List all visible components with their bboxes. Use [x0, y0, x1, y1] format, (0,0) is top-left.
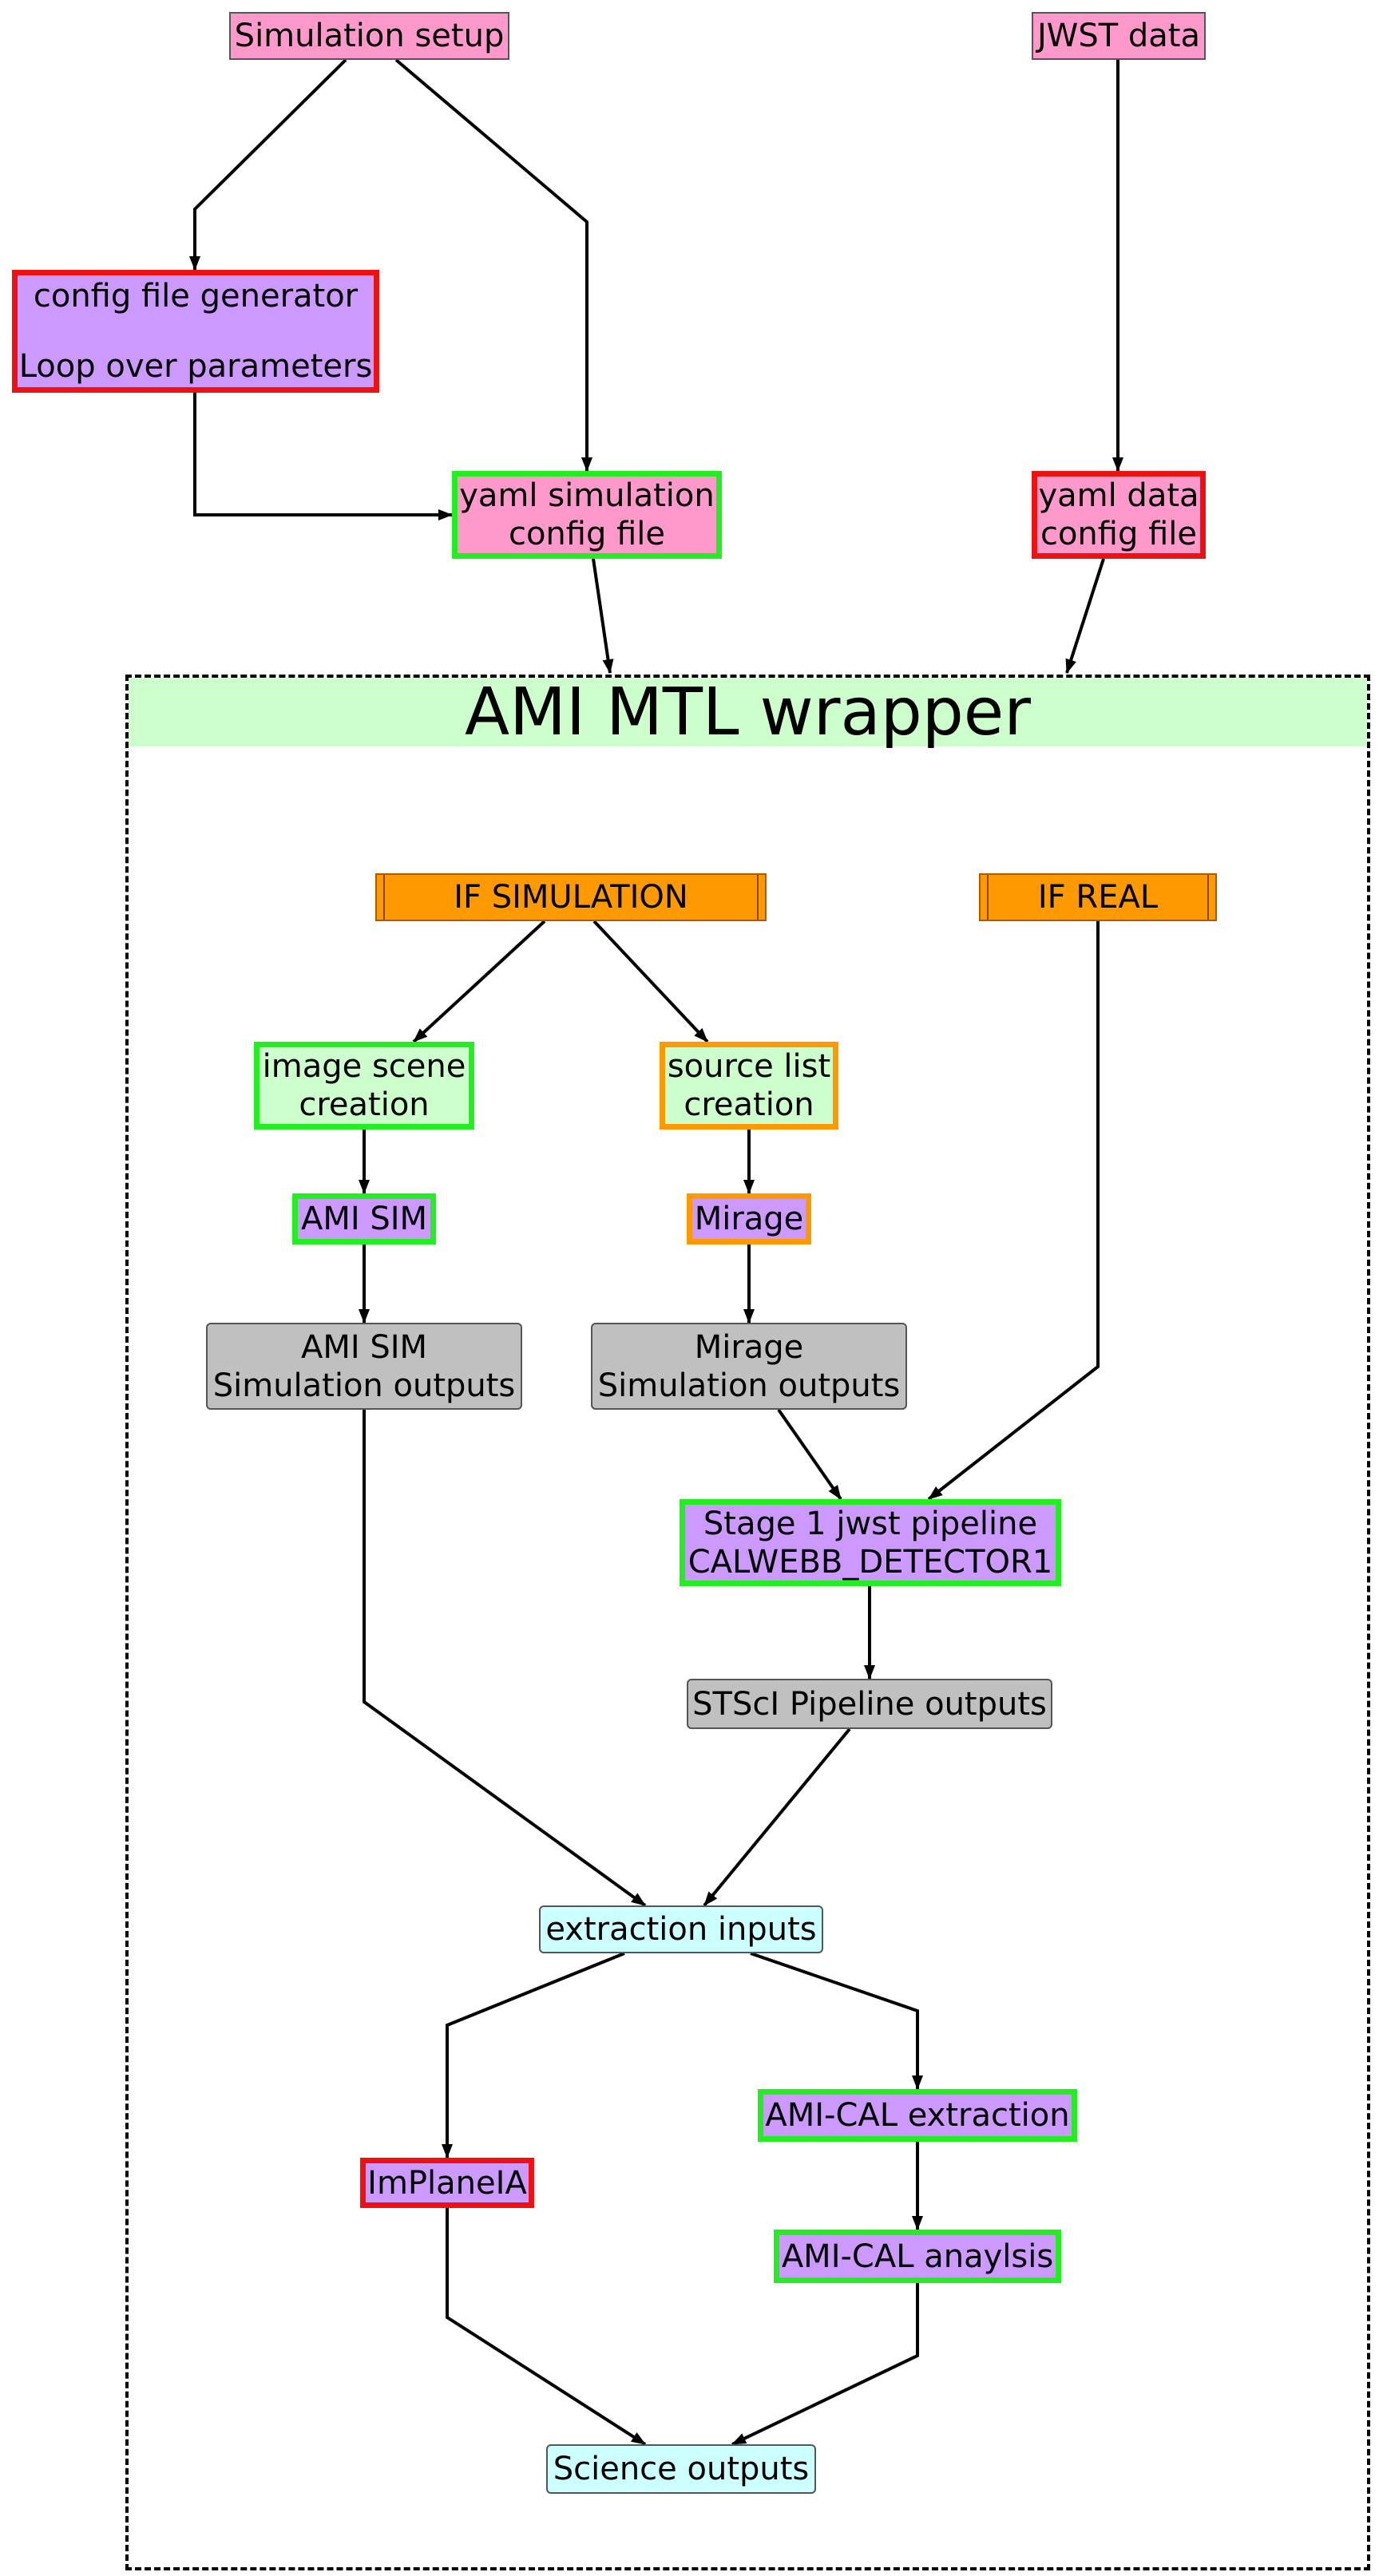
yaml-simulation-config-node: yaml simulation config file [452, 471, 722, 559]
node-label-line1: yaml data [1038, 477, 1199, 514]
node-label-line2: config file [508, 516, 666, 552]
node-label: IF SIMULATION [454, 879, 688, 916]
node-label-line2: Loop over parameters [18, 348, 373, 385]
mirage-outputs-node: Mirage Simulation outputs [591, 1323, 907, 1410]
amical-extraction-node: AMI-CAL extraction [758, 2089, 1077, 2142]
stsci-pipeline-outputs-node: STScI Pipeline outputs [687, 1679, 1052, 1729]
yaml-data-config-node: yaml data config file [1032, 471, 1206, 559]
science-outputs-node: Science outputs [546, 2444, 816, 2494]
edge-stsci-to-extraction [703, 1727, 851, 1907]
extraction-inputs-node: extraction inputs [539, 1905, 823, 1953]
node-label-line1: config file generator [33, 278, 359, 315]
amical-analysis-node: AMI-CAL anaylsis [774, 2230, 1061, 2283]
node-label-line2: config file [1040, 516, 1198, 552]
node-label: IF REAL [1037, 879, 1159, 916]
node-label-line2: creation [684, 1086, 814, 1123]
edge-extraction-to-amical-extraction [750, 1952, 923, 2090]
edge-mirage-outputs-to-stage1 [777, 1408, 842, 1501]
edge-generator-to-yaml-simulation [193, 393, 453, 520]
node-label-line1: source list [667, 1048, 831, 1085]
edge-setup-to-generator [189, 58, 347, 271]
if-simulation-node: IF SIMULATION [375, 873, 767, 921]
edge-implaneia-to-science [446, 2208, 647, 2446]
jwst-data-node: JWST data [1032, 12, 1206, 60]
node-label: ImPlaneIA [367, 2164, 527, 2202]
ami-sim-node: AMI SIM [292, 1193, 436, 1244]
node-label: JWST data [1037, 18, 1200, 54]
stage1-pipeline-node: Stage 1 jwst pipeline CALWEBB_DETECTOR1 [680, 1499, 1061, 1586]
node-label: STScI Pipeline outputs [692, 1685, 1047, 1723]
source-list-creation-node: source list creation [660, 1042, 838, 1130]
node-label-line1: AMI SIM [300, 1328, 428, 1366]
node-label: Simulation setup [234, 18, 505, 54]
edge-if-sim-to-source-list [592, 920, 709, 1043]
node-label-line2: CALWEBB_DETECTOR1 [688, 1543, 1053, 1581]
if-real-node: IF REAL [979, 873, 1217, 921]
edge-yaml-simulation-to-wrapper [592, 558, 614, 674]
node-label-line1: image scene [262, 1048, 466, 1085]
edge-yaml-data-to-wrapper [1065, 558, 1105, 674]
image-scene-creation-node: image scene creation [254, 1042, 474, 1130]
node-label-line2: Simulation outputs [597, 1367, 901, 1404]
node-label: AMI-CAL anaylsis [781, 2238, 1054, 2275]
node-label: extraction inputs [545, 1911, 817, 1948]
edge-extraction-to-implaneia [442, 1952, 625, 2159]
node-label-line1: yaml simulation [459, 477, 715, 514]
edge-analysis-to-science [731, 2283, 919, 2446]
node-label: Mirage [694, 1201, 804, 1237]
node-label: Science outputs [553, 2451, 810, 2487]
edge-setup-to-yaml-simulation [394, 58, 592, 472]
wrapper-title: AMI MTL wrapper [129, 675, 1367, 750]
node-label-line1: Mirage [694, 1328, 804, 1366]
node-label-line2: Simulation outputs [212, 1367, 516, 1404]
edge-if-sim-to-image-scene [412, 920, 546, 1043]
ami-mtl-wrapper-container: AMI MTL wrapper [125, 675, 1370, 2570]
node-label: AMI-CAL extraction [765, 2097, 1070, 2134]
simulation-setup-node: Simulation setup [229, 12, 509, 60]
node-label-line1: Stage 1 jwst pipeline [703, 1505, 1038, 1542]
edge-ami-outputs-to-extraction [363, 1410, 647, 1907]
edge-if-real-to-stage1 [927, 921, 1100, 1501]
config-generator-node: config file generator Loop over paramete… [12, 270, 379, 393]
mirage-node: Mirage [687, 1193, 811, 1244]
implaneia-node: ImPlaneIA [360, 2158, 534, 2208]
node-label: AMI SIM [300, 1201, 428, 1237]
node-label-line2: creation [299, 1086, 430, 1123]
ami-sim-outputs-node: AMI SIM Simulation outputs [206, 1323, 522, 1410]
